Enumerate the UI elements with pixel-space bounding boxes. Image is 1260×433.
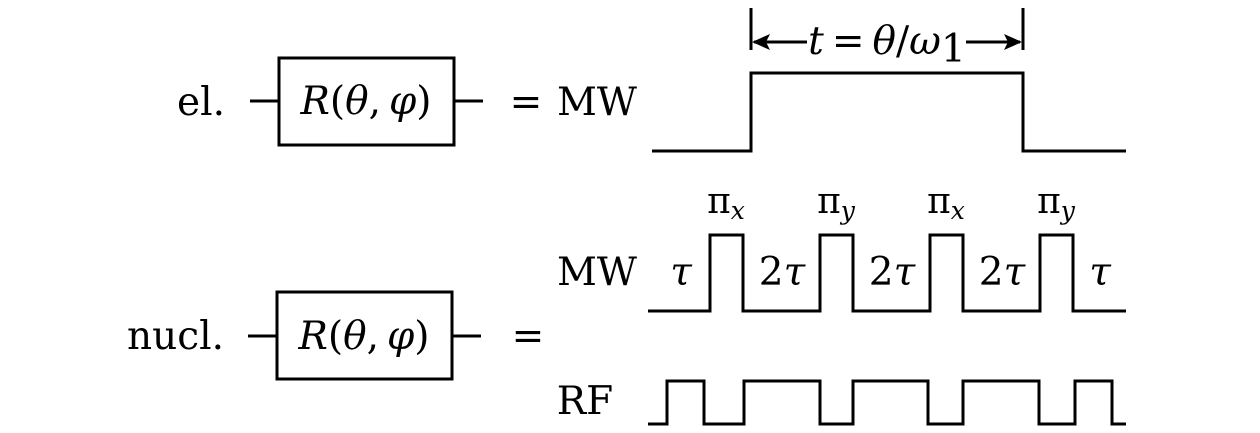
- electron-mw-channel-label: MW: [557, 80, 637, 125]
- electron-qubit-label: el.: [177, 80, 225, 125]
- nuclear-gate-label: R(θ,φ): [297, 314, 429, 359]
- electron-equals-sign: =: [510, 80, 543, 125]
- pi-y-label-2: πy: [1037, 181, 1076, 225]
- nuclear-row: nucl. R(θ,φ) = MW πx πy πx πy τ 2τ 2τ 2τ…: [127, 181, 1126, 426]
- nuclear-mw-channel-label: MW: [557, 250, 637, 295]
- electron-row: el. R(θ,φ) = MW t=θ/ω1: [177, 8, 1126, 153]
- duration-arrow-left-head: [752, 34, 770, 50]
- nuclear-rf-channel-label: RF: [557, 379, 613, 424]
- delay-label-4: 2τ: [979, 250, 1027, 295]
- nuclear-rf-pulse-train: [648, 379, 1126, 426]
- duration-arrow-right-head: [1004, 34, 1022, 50]
- nuclear-rotation-gate: [275, 290, 454, 381]
- delay-label-5: τ: [1089, 250, 1112, 295]
- nuclear-mw-pulse-train: [648, 233, 1126, 313]
- nuclear-qubit-label: nucl.: [127, 314, 224, 359]
- electron-gate-label: R(θ,φ): [299, 79, 431, 124]
- nuclear-equals-sign: =: [512, 314, 545, 359]
- delay-label-3: 2τ: [869, 250, 917, 295]
- electron-mw-pulse-waveform: [652, 71, 1126, 153]
- pi-x-label-2: πx: [927, 181, 965, 225]
- delay-label-2: 2τ: [759, 250, 807, 295]
- delay-label-1: τ: [670, 250, 693, 295]
- pi-x-label-1: πx: [707, 181, 745, 225]
- duration-label: t=θ/ω1: [808, 19, 966, 72]
- pi-y-label-1: πy: [817, 181, 856, 225]
